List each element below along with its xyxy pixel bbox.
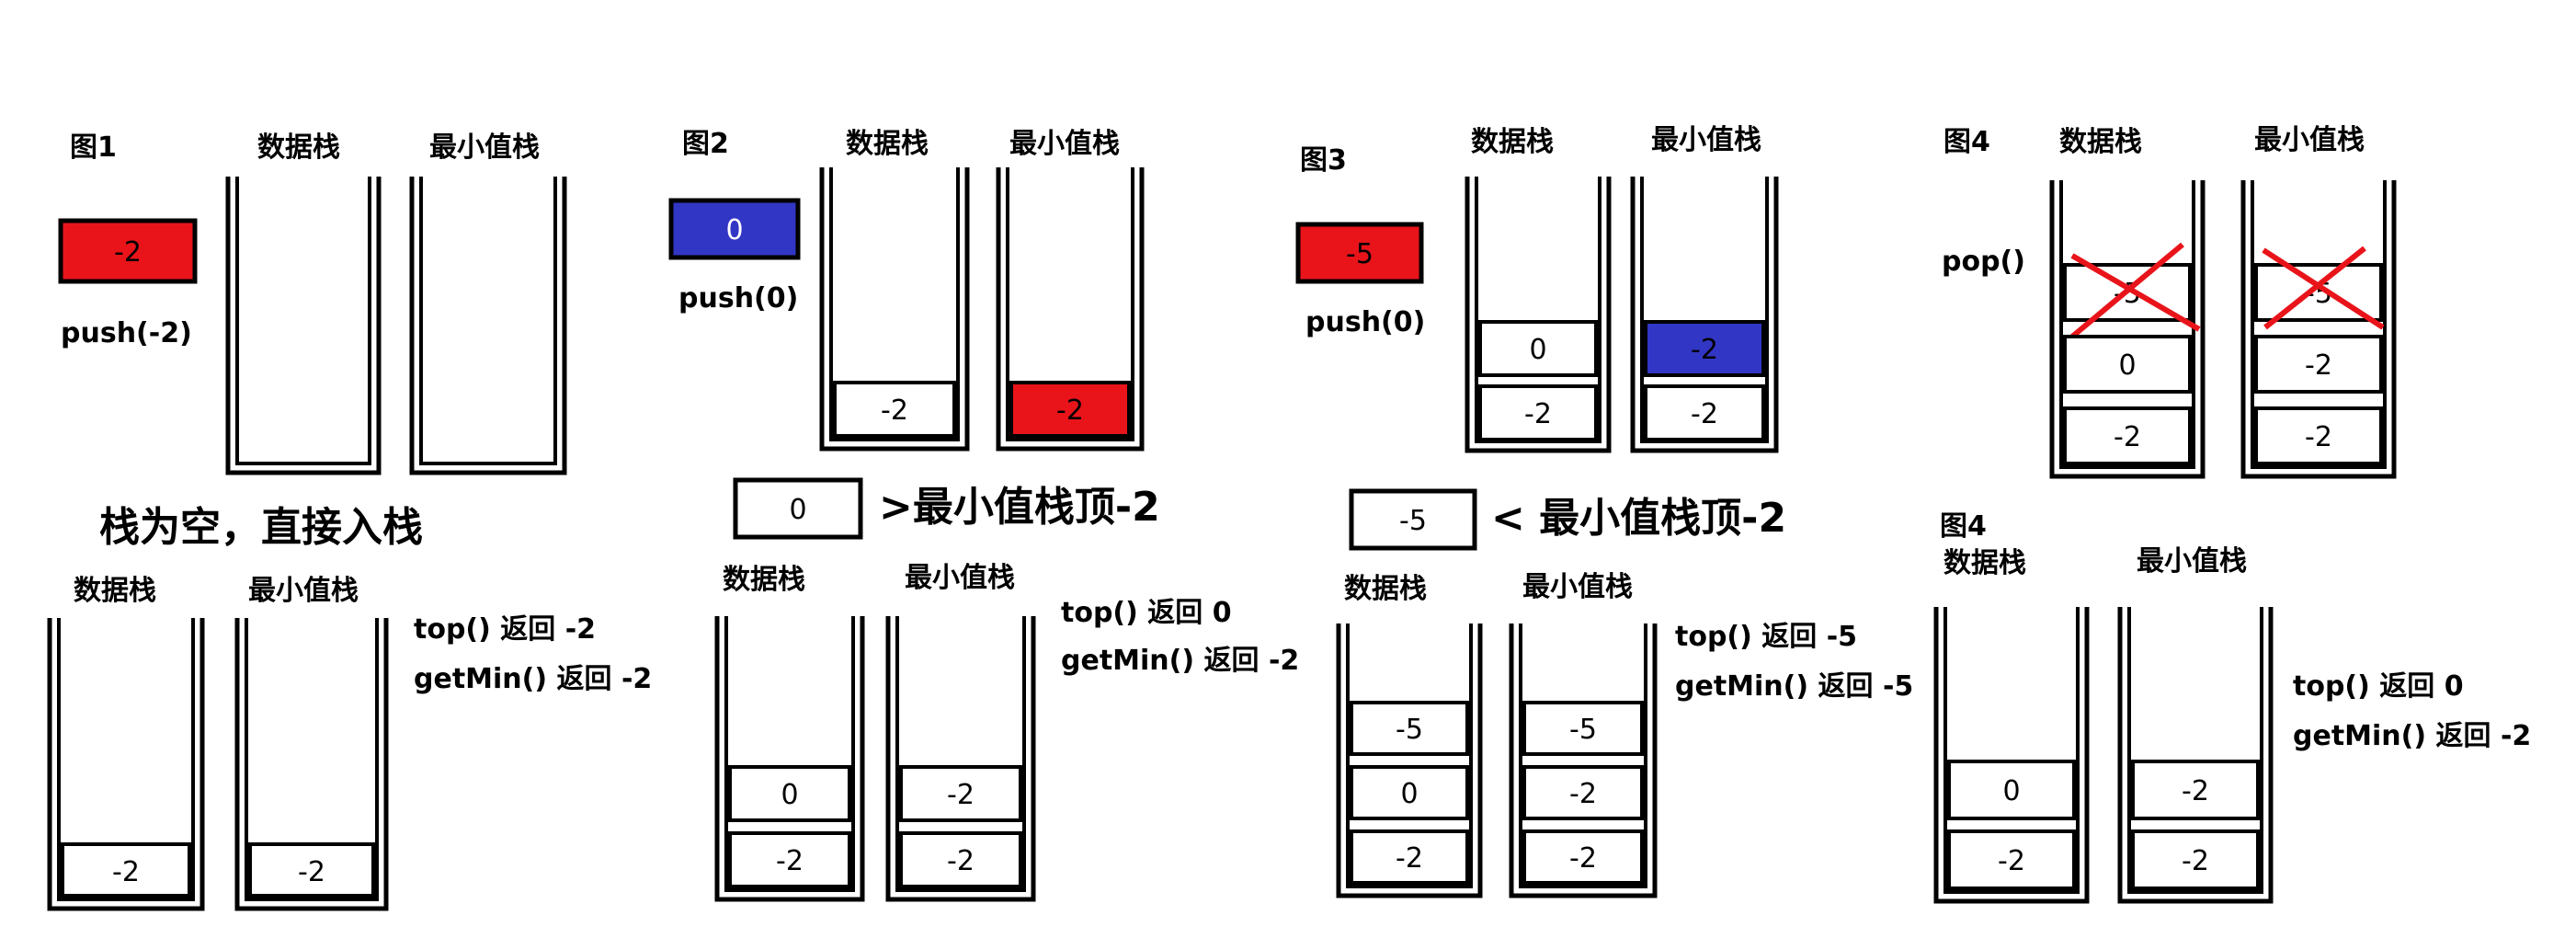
fig4-before-data-stack: -5 0 -2: [2049, 180, 2206, 479]
figure-4-label: 图4: [1943, 126, 1990, 158]
fig2-before-min-stack: -2: [996, 167, 1145, 452]
fig2-before-data-stack: -2: [819, 167, 970, 452]
stack-cell: -2: [2114, 421, 2141, 453]
fig4-result-data-stack: 0 -2: [1933, 607, 2090, 904]
fig3-push-box: [1295, 222, 1424, 284]
stack-cell: -2: [2182, 775, 2209, 807]
fig2-compare-box: [733, 477, 863, 540]
stack-cell: -2: [1691, 398, 1718, 430]
stack-cell: -2: [1998, 845, 2025, 877]
fig4-top-result: top() 返回 0: [2293, 670, 2464, 703]
fig3-before-data-stack: 0 -2: [1465, 177, 1612, 453]
fig1-result-min-label: 最小值栈: [248, 575, 359, 607]
stack-cell: -2: [776, 845, 804, 877]
fig2-result-data-label: 数据栈: [723, 564, 805, 596]
fig3-result-min-label: 最小值栈: [1522, 571, 1633, 603]
fig4-data-cross-line-b: [2070, 253, 2201, 332]
fig2-result-min-stack: -2 -2: [885, 616, 1036, 902]
fig4-min-cross-line-b: [2262, 247, 2385, 330]
fig1-result-data-label: 数据栈: [74, 575, 156, 607]
fig1-push-box: [58, 218, 198, 284]
stack-cell: -2: [1691, 334, 1718, 366]
fig3-min-stack-label: 最小值栈: [1651, 124, 1761, 156]
fig3-data-stack-label: 数据栈: [1471, 126, 1554, 158]
fig1-min-stack-label: 最小值栈: [429, 132, 540, 164]
stack-cell: -5: [1396, 714, 1423, 746]
fig4-min-stack-label: 最小值栈: [2254, 124, 2365, 156]
stack-cell: -2: [947, 845, 975, 877]
fig3-result-data-stack: -5 0 -2: [1336, 623, 1483, 898]
figure-4: 图4 数据栈 最小值栈 pop() -5 0 -2 -5 -2 -2: [1933, 124, 2531, 904]
stack-cell: -2: [2305, 421, 2332, 453]
stack-cell: -2: [1056, 395, 1084, 427]
fig1-empty-data-stack: [225, 177, 382, 475]
figure-1: 图1 数据栈 最小值栈 -2 push(-2) 栈为空，直接入栈 数据栈 最小值…: [47, 132, 652, 911]
fig3-push-call: push(0): [1305, 306, 1425, 338]
fig2-result-min-label: 最小值栈: [905, 562, 1015, 594]
stack-cell: -2: [881, 395, 908, 427]
fig1-result-min-stack: -2: [234, 618, 389, 911]
fig1-push-call: push(-2): [61, 317, 192, 349]
fig4-result-min-label: 最小值栈: [2137, 545, 2247, 578]
fig4-data-stack-label: 数据栈: [2059, 126, 2142, 158]
fig1-result-data-stack: -2: [47, 618, 205, 911]
stack-cell: -2: [112, 856, 140, 888]
fig3-getmin-result: getMin() 返回 -5: [1675, 670, 1913, 703]
fig3-compare-text: < 最小值栈顶-2: [1491, 495, 1786, 542]
fig2-push-value: 0: [725, 214, 743, 246]
fig4-result-min-stack: -2 -2: [2117, 607, 2274, 904]
fig2-getmin-result: getMin() 返回 -2: [1061, 645, 1299, 677]
stack-cell: -2: [298, 856, 325, 888]
fig2-min-stack-label: 最小值栈: [1009, 128, 1120, 160]
fig3-result-data-label: 数据栈: [1344, 573, 1427, 605]
fig4-before-min-stack: -5 -2 -2: [2240, 180, 2397, 479]
stack-cell: -2: [2182, 845, 2209, 877]
fig1-note: 栈为空，直接入栈: [99, 504, 423, 551]
fig2-compare-text: >最小值栈顶-2: [879, 484, 1160, 531]
stack-cell: 0: [781, 779, 798, 811]
stack-cell: 0: [1529, 334, 1546, 366]
fig3-top-result: top() 返回 -5: [1675, 621, 1857, 653]
fig2-push-box: [668, 198, 801, 260]
fig2-push-call: push(0): [678, 282, 798, 315]
fig1-top-result: top() 返回 -2: [414, 613, 596, 646]
figure-2: 图2 数据栈 最小值栈 0 push(0) -2 -2 0 >最小值栈顶-2 数…: [668, 128, 1299, 902]
stack-cell: -2: [1569, 778, 1597, 810]
fig1-data-stack-label: 数据栈: [257, 132, 340, 164]
stack-cell: -2: [947, 779, 975, 811]
figure-2-label: 图2: [682, 128, 729, 160]
fig1-push-value: -2: [114, 236, 142, 269]
fig3-compare-value: -5: [1399, 505, 1427, 537]
fig4-result-data-label: 数据栈: [1943, 547, 2026, 579]
stack-cell: -5: [1569, 714, 1597, 746]
fig2-data-stack-label: 数据栈: [846, 128, 929, 160]
stack-cell: -2: [2305, 349, 2332, 382]
fig4-min-cross-line-a: [2263, 246, 2366, 330]
fig3-before-min-stack: -2 -2: [1630, 177, 1779, 453]
stack-cell: 0: [2118, 349, 2136, 382]
fig3-compare-box: [1349, 488, 1477, 551]
fig4-getmin-result: getMin() 返回 -2: [2293, 720, 2531, 752]
fig2-result-data-stack: 0 -2: [714, 616, 865, 902]
fig1-empty-min-stack: [409, 177, 567, 475]
figure-4b-label: 图4: [1940, 510, 1987, 543]
figure-3-label: 图3: [1300, 144, 1347, 177]
stack-cell: -2: [1396, 842, 1423, 875]
fig3-result-min-stack: -5 -2 -2: [1509, 623, 1658, 898]
stack-cell: 0: [1400, 778, 1418, 810]
stack-cell: -2: [1569, 842, 1597, 875]
fig1-getmin-result: getMin() 返回 -2: [414, 663, 652, 695]
figure-1-label: 图1: [70, 132, 117, 164]
fig2-compare-value: 0: [789, 494, 806, 526]
fig4-pop-call: pop(): [1942, 246, 2025, 278]
fig3-push-value: -5: [1346, 238, 1373, 270]
stack-cell: 0: [2002, 775, 2020, 807]
stack-cell: -2: [1524, 398, 1552, 430]
fig2-top-result: top() 返回 0: [1061, 597, 1232, 629]
figure-3: 图3 数据栈 最小值栈 -5 push(0) 0 -2 -2 -2 -5 < 最…: [1295, 124, 1913, 898]
